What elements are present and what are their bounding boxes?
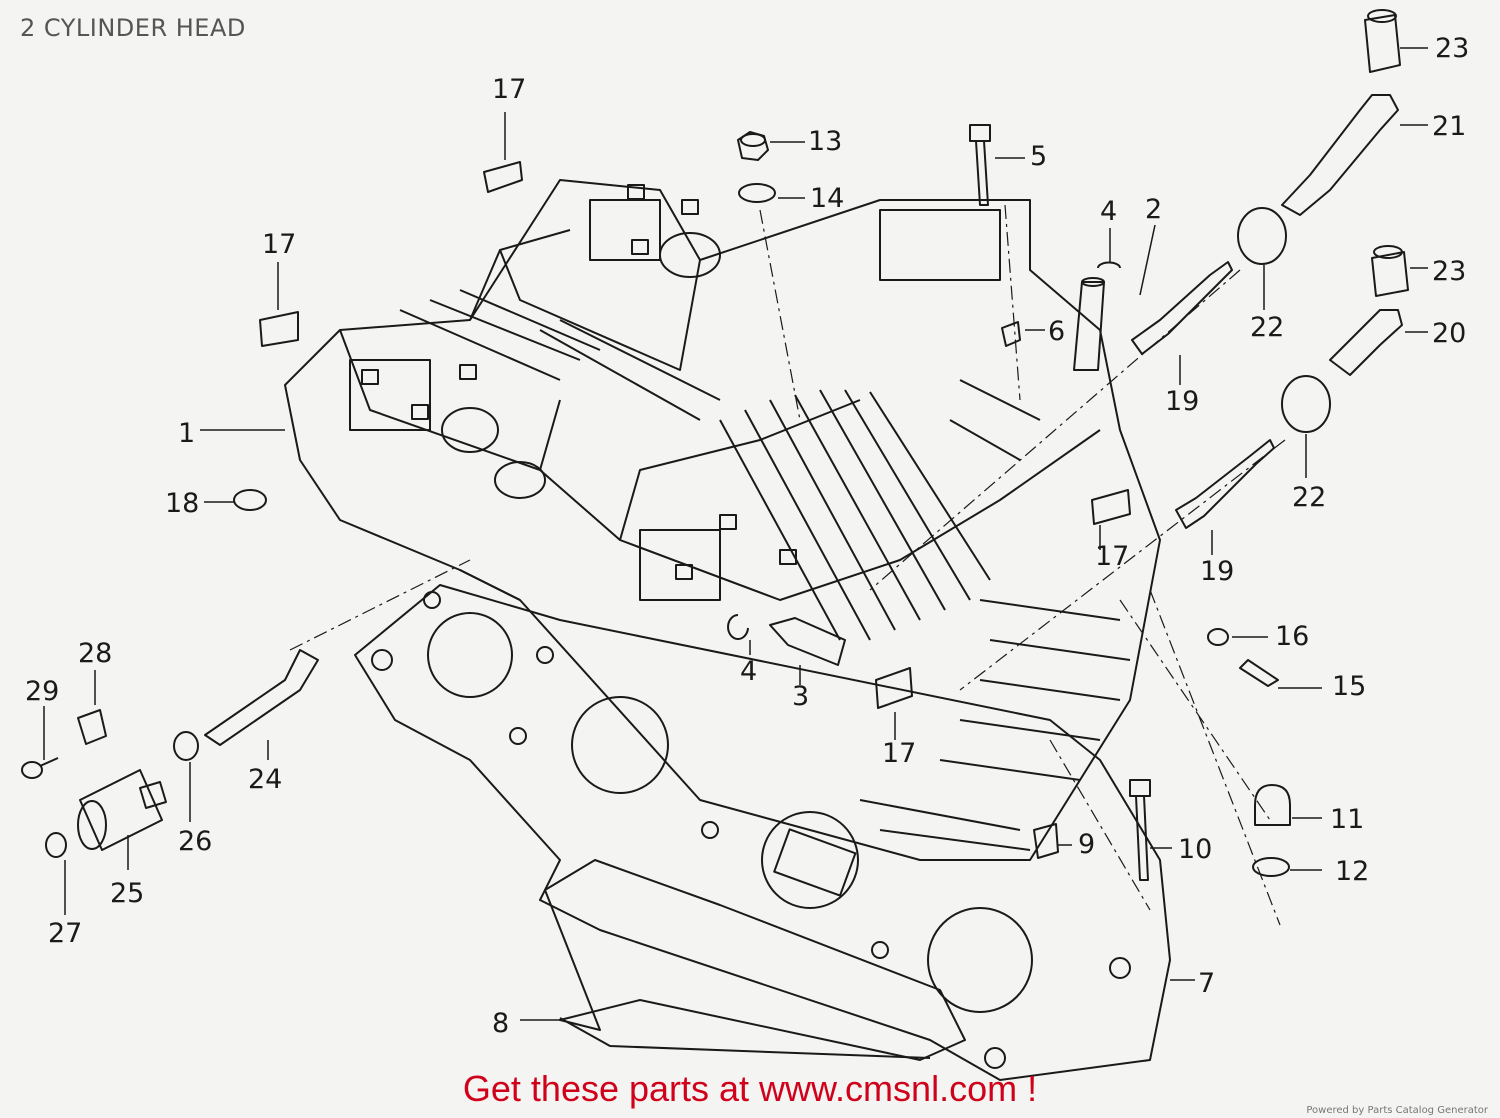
callout-16: 16	[1275, 621, 1309, 652]
plug-lead-21	[1281, 94, 1399, 216]
head-gasket	[354, 584, 1171, 1081]
callout-13: 13	[808, 126, 842, 157]
spark-plug-19-upper	[1131, 261, 1233, 355]
washer-12	[1252, 857, 1290, 877]
callout-22-lower: 22	[1292, 482, 1326, 513]
valve-guide-2	[1073, 277, 1105, 371]
callout-10: 10	[1178, 834, 1212, 865]
plug-cap-23-lower	[1371, 245, 1409, 297]
callout-1: 1	[178, 418, 195, 449]
callout-21: 21	[1432, 111, 1466, 142]
callout-29: 29	[25, 676, 59, 707]
plug-cap-23-upper	[1364, 9, 1401, 73]
callout-3: 3	[792, 681, 809, 712]
generator-credit: Powered by Parts Catalog Generator	[1306, 1105, 1488, 1116]
bolt-10	[1129, 779, 1151, 881]
shaft-3	[769, 617, 846, 666]
washer-14	[738, 183, 776, 203]
gear-holder-25	[77, 769, 167, 851]
seal-22-upper	[1237, 207, 1287, 265]
tach-gear-shaft-24	[204, 649, 319, 746]
callout-19-lower: 19	[1200, 556, 1234, 587]
callout-2: 2	[1145, 194, 1162, 225]
callout-22-upper: 22	[1250, 312, 1284, 343]
callout-labels: 1 2 3 4 4 5 6 7 8 9 10 11 12 13 14 15 16…	[25, 33, 1469, 1039]
dowel-pin-17-a	[483, 161, 523, 193]
callout-4-lower: 4	[740, 656, 757, 687]
screw-15	[1239, 659, 1279, 687]
alignment-lines	[289, 204, 1286, 926]
screw-29	[21, 757, 59, 779]
callout-7: 7	[1198, 968, 1215, 999]
page-title: 2 CYLINDER HEAD	[20, 14, 246, 42]
washer-26	[173, 731, 199, 761]
callout-27: 27	[48, 918, 82, 949]
callout-17-a: 17	[492, 74, 526, 105]
callout-25: 25	[110, 878, 144, 909]
cylinder-head-body	[284, 179, 1161, 861]
callout-15: 15	[1332, 671, 1366, 702]
dowel-pin-17-d	[875, 667, 913, 709]
promo-banner-link[interactable]: Get these parts at www.cmsnl.com !	[462, 1068, 1038, 1109]
head-bolts	[361, 184, 797, 580]
callout-4-upper: 4	[1100, 196, 1117, 227]
rubber-gasket-strip	[544, 828, 966, 1061]
callout-28: 28	[78, 638, 112, 669]
bolt-5	[969, 124, 991, 206]
callout-23-upper: 23	[1435, 33, 1469, 64]
callout-12: 12	[1335, 856, 1369, 887]
cap-nut-13	[737, 131, 769, 161]
callout-5: 5	[1030, 141, 1047, 172]
callout-6: 6	[1048, 316, 1065, 347]
callout-18: 18	[165, 488, 199, 519]
cap-nut-11	[1254, 784, 1291, 826]
dowel-9	[1033, 823, 1059, 859]
oil-pipe-dowel-6	[1001, 321, 1021, 347]
callout-9: 9	[1078, 829, 1095, 860]
dowel-pin-17-c	[1091, 489, 1131, 525]
callout-11: 11	[1330, 804, 1364, 835]
callout-17-d: 17	[882, 738, 916, 769]
leader-lines	[43, 47, 1428, 1021]
callout-8: 8	[492, 1008, 509, 1039]
callout-17-c: 17	[1095, 541, 1129, 572]
spark-plug-19-lower	[1175, 439, 1275, 529]
circlip-4-lower	[727, 614, 749, 640]
plug-27	[45, 832, 67, 858]
o-ring-16	[1207, 628, 1229, 646]
callout-23-lower: 23	[1432, 256, 1466, 287]
callout-26: 26	[178, 826, 212, 857]
plate-28	[77, 709, 107, 745]
callout-17-b: 17	[262, 229, 296, 260]
plug-cap-18	[233, 489, 267, 511]
dowel-pin-17-b	[259, 311, 299, 347]
circlip-4-upper	[1097, 261, 1121, 269]
plug-lead-20	[1329, 309, 1403, 376]
callout-14: 14	[810, 183, 844, 214]
callout-20: 20	[1432, 318, 1466, 349]
callout-19-upper: 19	[1165, 386, 1199, 417]
seal-22-lower	[1281, 375, 1331, 433]
callout-24: 24	[248, 764, 282, 795]
